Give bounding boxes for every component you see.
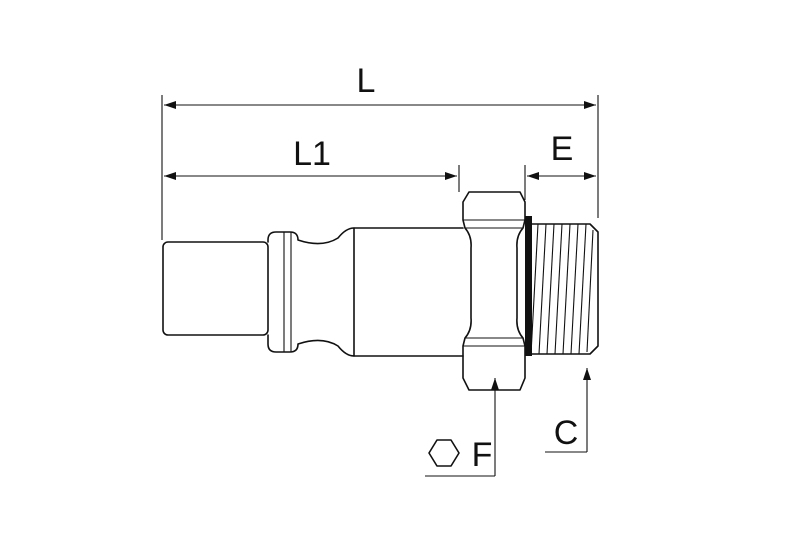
dimension-l: L [164, 62, 596, 109]
dimension-l-label: L [357, 62, 376, 100]
dimension-l1: L1 [164, 135, 457, 180]
dimension-e-label: E [551, 130, 574, 168]
dimension-f: F [425, 378, 499, 477]
threaded-end [531, 223, 599, 355]
plug-nose [162, 241, 269, 336]
dimension-c-label: C [554, 414, 579, 452]
plug-collar [267, 227, 355, 357]
dimension-c: C [545, 368, 591, 453]
thread-lines [530, 223, 594, 355]
seal-ring [525, 216, 532, 356]
dimension-f-label: F [472, 436, 493, 474]
hexagon-icon [428, 439, 460, 467]
hex-nut [462, 191, 526, 391]
extension-lines [161, 95, 599, 240]
plug-body [353, 227, 464, 357]
dimension-e: E [527, 130, 596, 180]
coupling-plug [162, 191, 599, 391]
dimension-l1-label: L1 [293, 135, 331, 173]
